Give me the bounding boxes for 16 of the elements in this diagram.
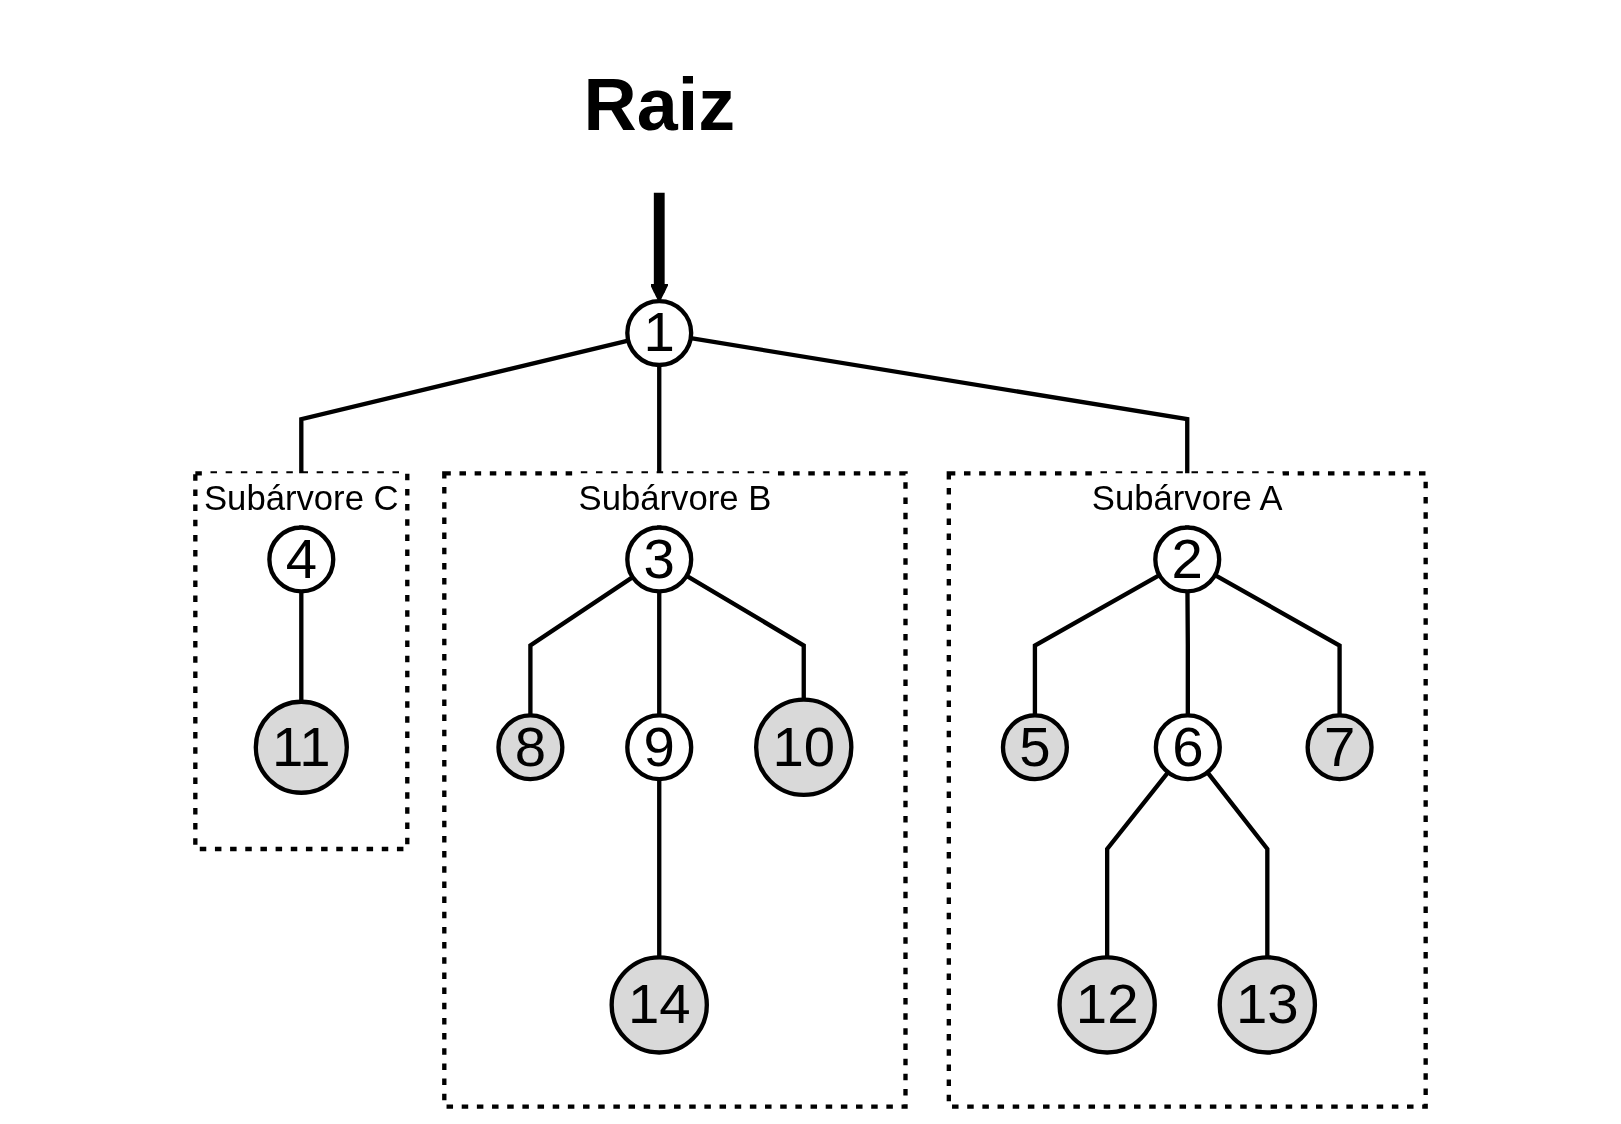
node-circle: 8 xyxy=(496,713,565,782)
node-circle: 10 xyxy=(754,697,854,797)
node-circle: 4 xyxy=(267,525,336,594)
node-circle: 14 xyxy=(609,955,709,1055)
node-circle: 7 xyxy=(1305,713,1374,782)
node-text: Raiz xyxy=(583,62,735,146)
node-circle: 13 xyxy=(1217,955,1318,1055)
node-circle: 1 xyxy=(625,299,694,368)
connector xyxy=(657,779,662,958)
node-circle: 9 xyxy=(625,713,694,782)
node-circle: 3 xyxy=(625,525,694,594)
node-circle: 11 xyxy=(253,699,349,795)
node-circle: 12 xyxy=(1057,955,1157,1055)
node-circle: 2 xyxy=(1153,525,1222,594)
node-circle: 5 xyxy=(1000,713,1069,782)
node-circle: 6 xyxy=(1153,713,1222,782)
